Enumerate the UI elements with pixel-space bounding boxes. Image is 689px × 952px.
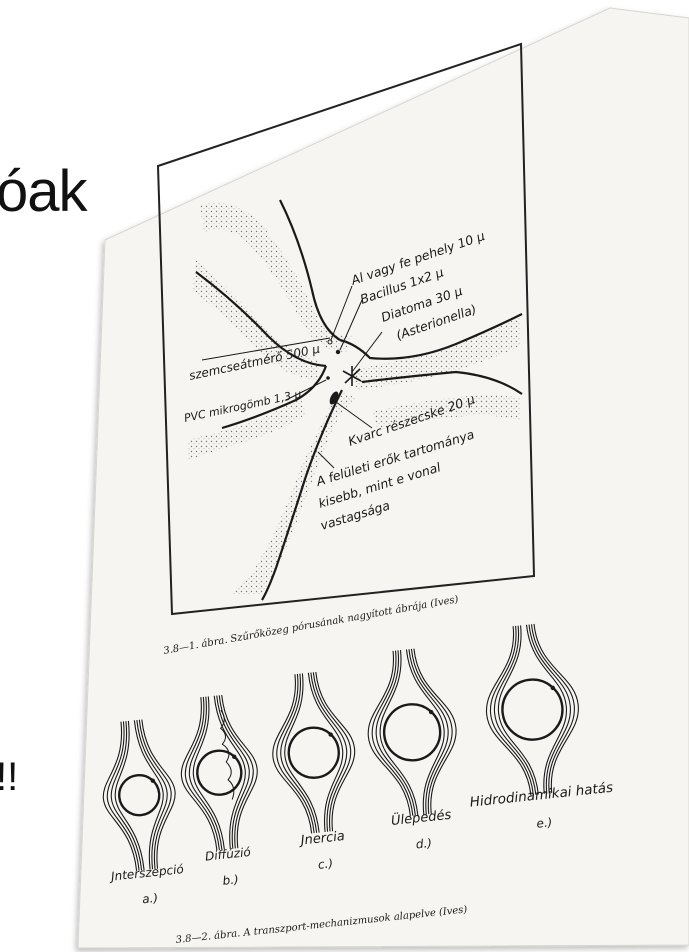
- particle-pvc: [326, 376, 330, 380]
- particle-bacillus: [336, 350, 340, 354]
- mechanism-letter-4: d.): [415, 836, 433, 852]
- mechanism-letter-2: b.): [222, 872, 240, 888]
- mechanism-letter-1: a.): [141, 891, 158, 907]
- mechanism-letter-5: e.): [536, 815, 553, 831]
- mechanism-letter-3: c.): [317, 856, 333, 872]
